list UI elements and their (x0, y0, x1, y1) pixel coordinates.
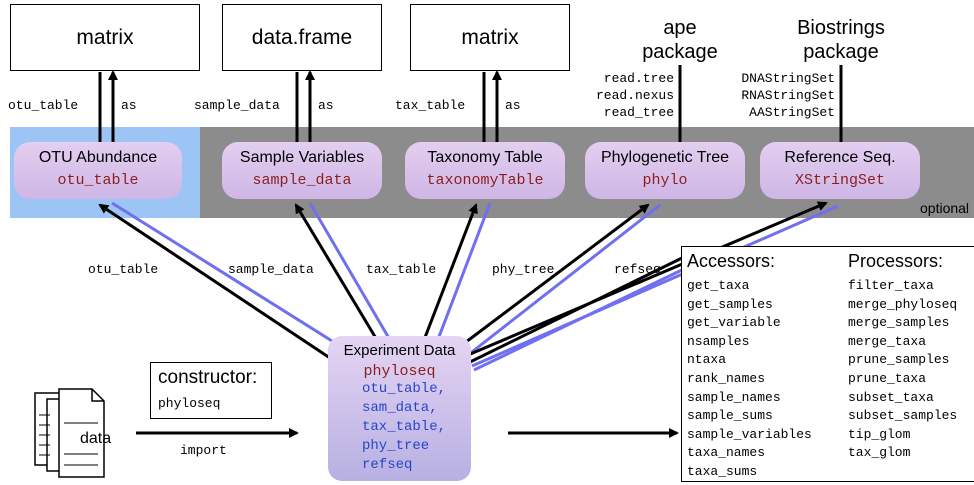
sample-data-label: sample_data (194, 98, 280, 113)
blue-line-otu (111, 201, 341, 348)
experiment-title: Experiment Data (343, 342, 456, 359)
arrow-to-sample (294, 203, 379, 341)
accessor-item: rank_names (687, 370, 766, 386)
bio-func: AAStringSet (749, 105, 835, 120)
processor-item: prune_samples (848, 352, 950, 368)
ape-func: read.nexus (595, 88, 674, 103)
data-file-label: data (80, 430, 112, 447)
experiment-slot: tax_table, (362, 419, 447, 435)
component-title: Sample Variables (239, 149, 365, 166)
accessor-item: sample_sums (687, 408, 773, 424)
experiment-class: phyloseq (363, 363, 436, 380)
accessor-item: taxa_sums (687, 463, 758, 479)
processor-item: subset_samples (848, 408, 958, 424)
component-class: sample_data (252, 172, 352, 189)
accessor-item: get_samples (687, 296, 773, 312)
bio-func: RNAStringSet (741, 88, 835, 103)
constructor-title: constructor: (158, 367, 258, 388)
ape-func: read.tree (603, 71, 674, 86)
accessor-item: sample_names (687, 389, 781, 405)
bio-func: DNAStringSet (741, 71, 835, 86)
component-taxonomy-table: Taxonomy Table taxonomyTable (405, 142, 565, 199)
constructor-box: constructor: phyloseq (150, 362, 272, 419)
accessor-item: taxa_names (687, 445, 766, 461)
accessors-heading: Accessors: (687, 251, 776, 271)
biostrings-functions: DNAStringSet RNAStringSet AAStringSet (725, 70, 835, 121)
processor-item: merge_samples (848, 315, 950, 331)
accessor-item: get_taxa (687, 278, 750, 293)
blue-line-sample (308, 202, 392, 341)
processor-item: prune_taxa (848, 370, 927, 386)
experiment-slot: sam_data, (362, 400, 438, 416)
lower-label-refseq: refseq (614, 262, 661, 277)
experiment-data-bubble: Experiment Data phyloseq otu_table, sam_… (328, 336, 471, 481)
component-title: Reference Seq. (784, 149, 896, 166)
experiment-slot: phy_tree (362, 438, 430, 454)
processor-item: filter_taxa (848, 278, 934, 293)
component-title: Taxonomy Table (427, 149, 543, 166)
lower-label-phy-tree: phy_tree (492, 262, 555, 277)
ape-func: read_tree (603, 105, 674, 120)
processors-heading: Processors: (848, 251, 944, 271)
dataframe-box: data.frame (222, 4, 382, 71)
component-title: OTU Abundance (38, 149, 158, 166)
lower-label-sample-data: sample_data (228, 262, 314, 277)
component-title: Phylogenetic Tree (600, 149, 730, 166)
blue-line-refseq (471, 204, 839, 368)
biostrings-package-label: Biostrings package (797, 17, 885, 63)
matrix-box-otu: matrix (10, 4, 200, 71)
lower-label-tax-table: tax_table (366, 262, 437, 277)
component-sample-variables: Sample Variables sample_data (222, 142, 382, 199)
processor-item: tip_glom (848, 426, 911, 442)
accessor-item: get_variable (687, 315, 781, 331)
arrow-to-tax (422, 203, 478, 341)
experiment-slot: refseq (362, 457, 413, 473)
blue-line-phylo (467, 203, 661, 357)
component-class: taxonomyTable (426, 172, 544, 189)
as-label-tax: as (505, 98, 521, 113)
processor-item: merge_phyloseq (848, 296, 958, 312)
accessor-item: nsamples (687, 333, 750, 349)
component-phylogenetic-tree: Phylogenetic Tree phylo (585, 142, 745, 199)
ape-package-label: ape package (642, 17, 718, 63)
constructor-func: phyloseq (158, 396, 221, 411)
lower-label-otu-table: otu_table (88, 262, 159, 277)
accessor-item: sample_variables (687, 426, 812, 442)
as-label-sample: as (318, 98, 334, 113)
import-label: import (180, 443, 227, 458)
component-reference-seq: Reference Seq. XStringSet (760, 142, 920, 199)
tax-table-label: tax_table (395, 98, 466, 113)
methods-box: Accessors: get_taxa get_samples get_variab… (681, 246, 974, 482)
processor-item: merge_taxa (848, 333, 927, 349)
blue-line-accessors (473, 266, 687, 372)
matrix-box-tax: matrix (410, 4, 570, 71)
arrow-to-phylo (461, 203, 650, 347)
component-class: XStringSet (794, 172, 885, 189)
arrow-to-otu (98, 203, 331, 360)
otu-table-label: otu_table (8, 98, 79, 113)
experiment-slot: otu_table, (362, 381, 447, 397)
blue-line-tax (435, 202, 492, 343)
ape-functions: read.tree read.nexus read_tree (572, 70, 674, 121)
accessors-list: get_taxa get_samples get_variable nsamples n… (687, 277, 812, 482)
data-files-icon (34, 388, 105, 478)
as-label-otu: as (121, 98, 137, 113)
arrow-to-refseq (467, 201, 828, 357)
accessor-item: ntaxa (687, 352, 727, 368)
processor-item: subset_taxa (848, 389, 934, 405)
component-class: phylo (642, 172, 688, 189)
component-class: otu_table (57, 172, 139, 189)
line-to-accessors (469, 256, 683, 364)
processor-item: tax_glom (848, 445, 911, 461)
component-otu-abundance: OTU Abundance otu_table (14, 142, 182, 199)
optional-label: optional (920, 200, 970, 216)
